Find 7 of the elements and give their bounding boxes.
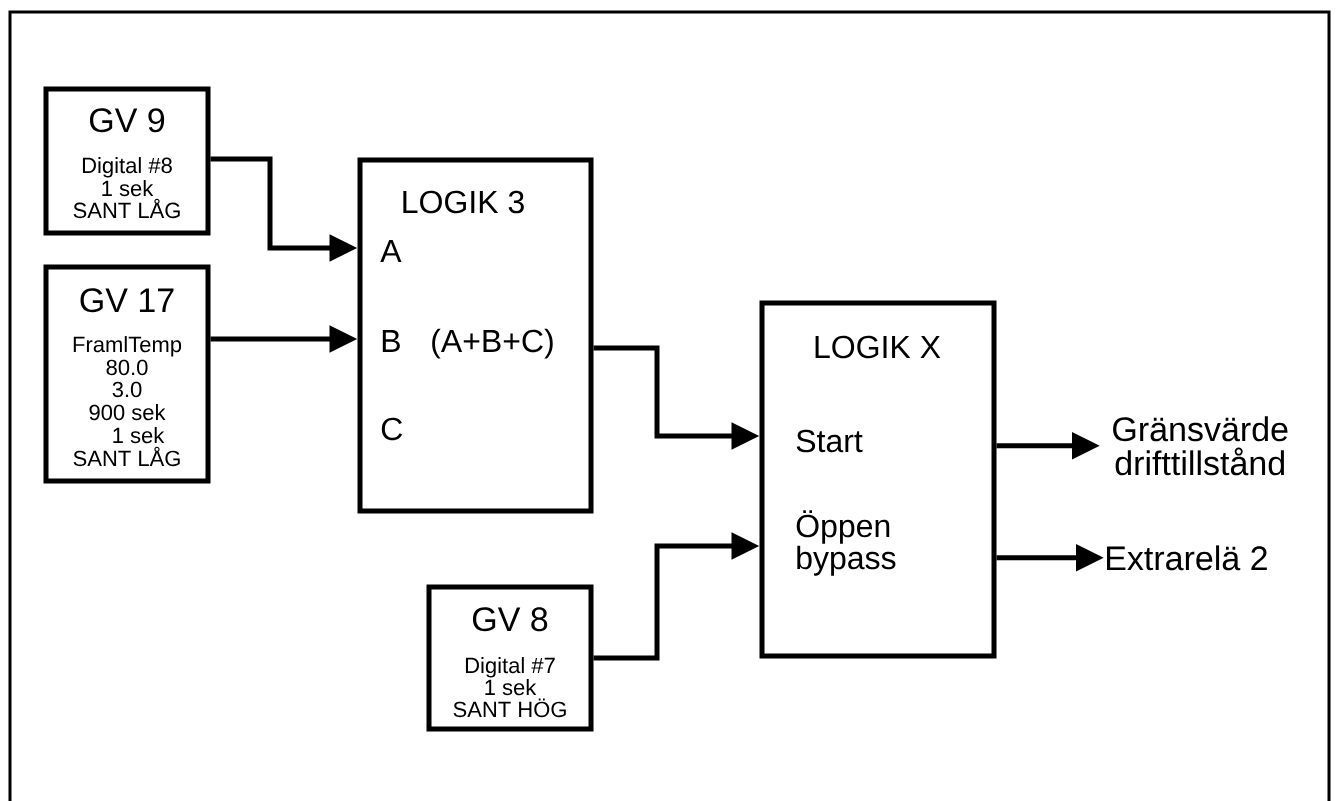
parameter-box: GV 9 Digital #8 1 sek SANT LÅG — [43, 86, 211, 236]
parameter-box: GV 8 Digital #7 1 sek SANT HÖG — [426, 584, 594, 732]
logic-box: LOGIK X Start Öppen bypass — [759, 300, 997, 659]
parameter-box: GV 17 FramlTemp 80.0 3.0 900 sek 1 sek SANT LÅG — [43, 264, 211, 484]
logic-box: LOGIK 3 A B (A+B+C) C — [357, 157, 594, 514]
output-label: Extrarelä 2 — [1107, 545, 1267, 571]
output-label: Gränsvärde drifttillstånd — [1113, 416, 1288, 476]
